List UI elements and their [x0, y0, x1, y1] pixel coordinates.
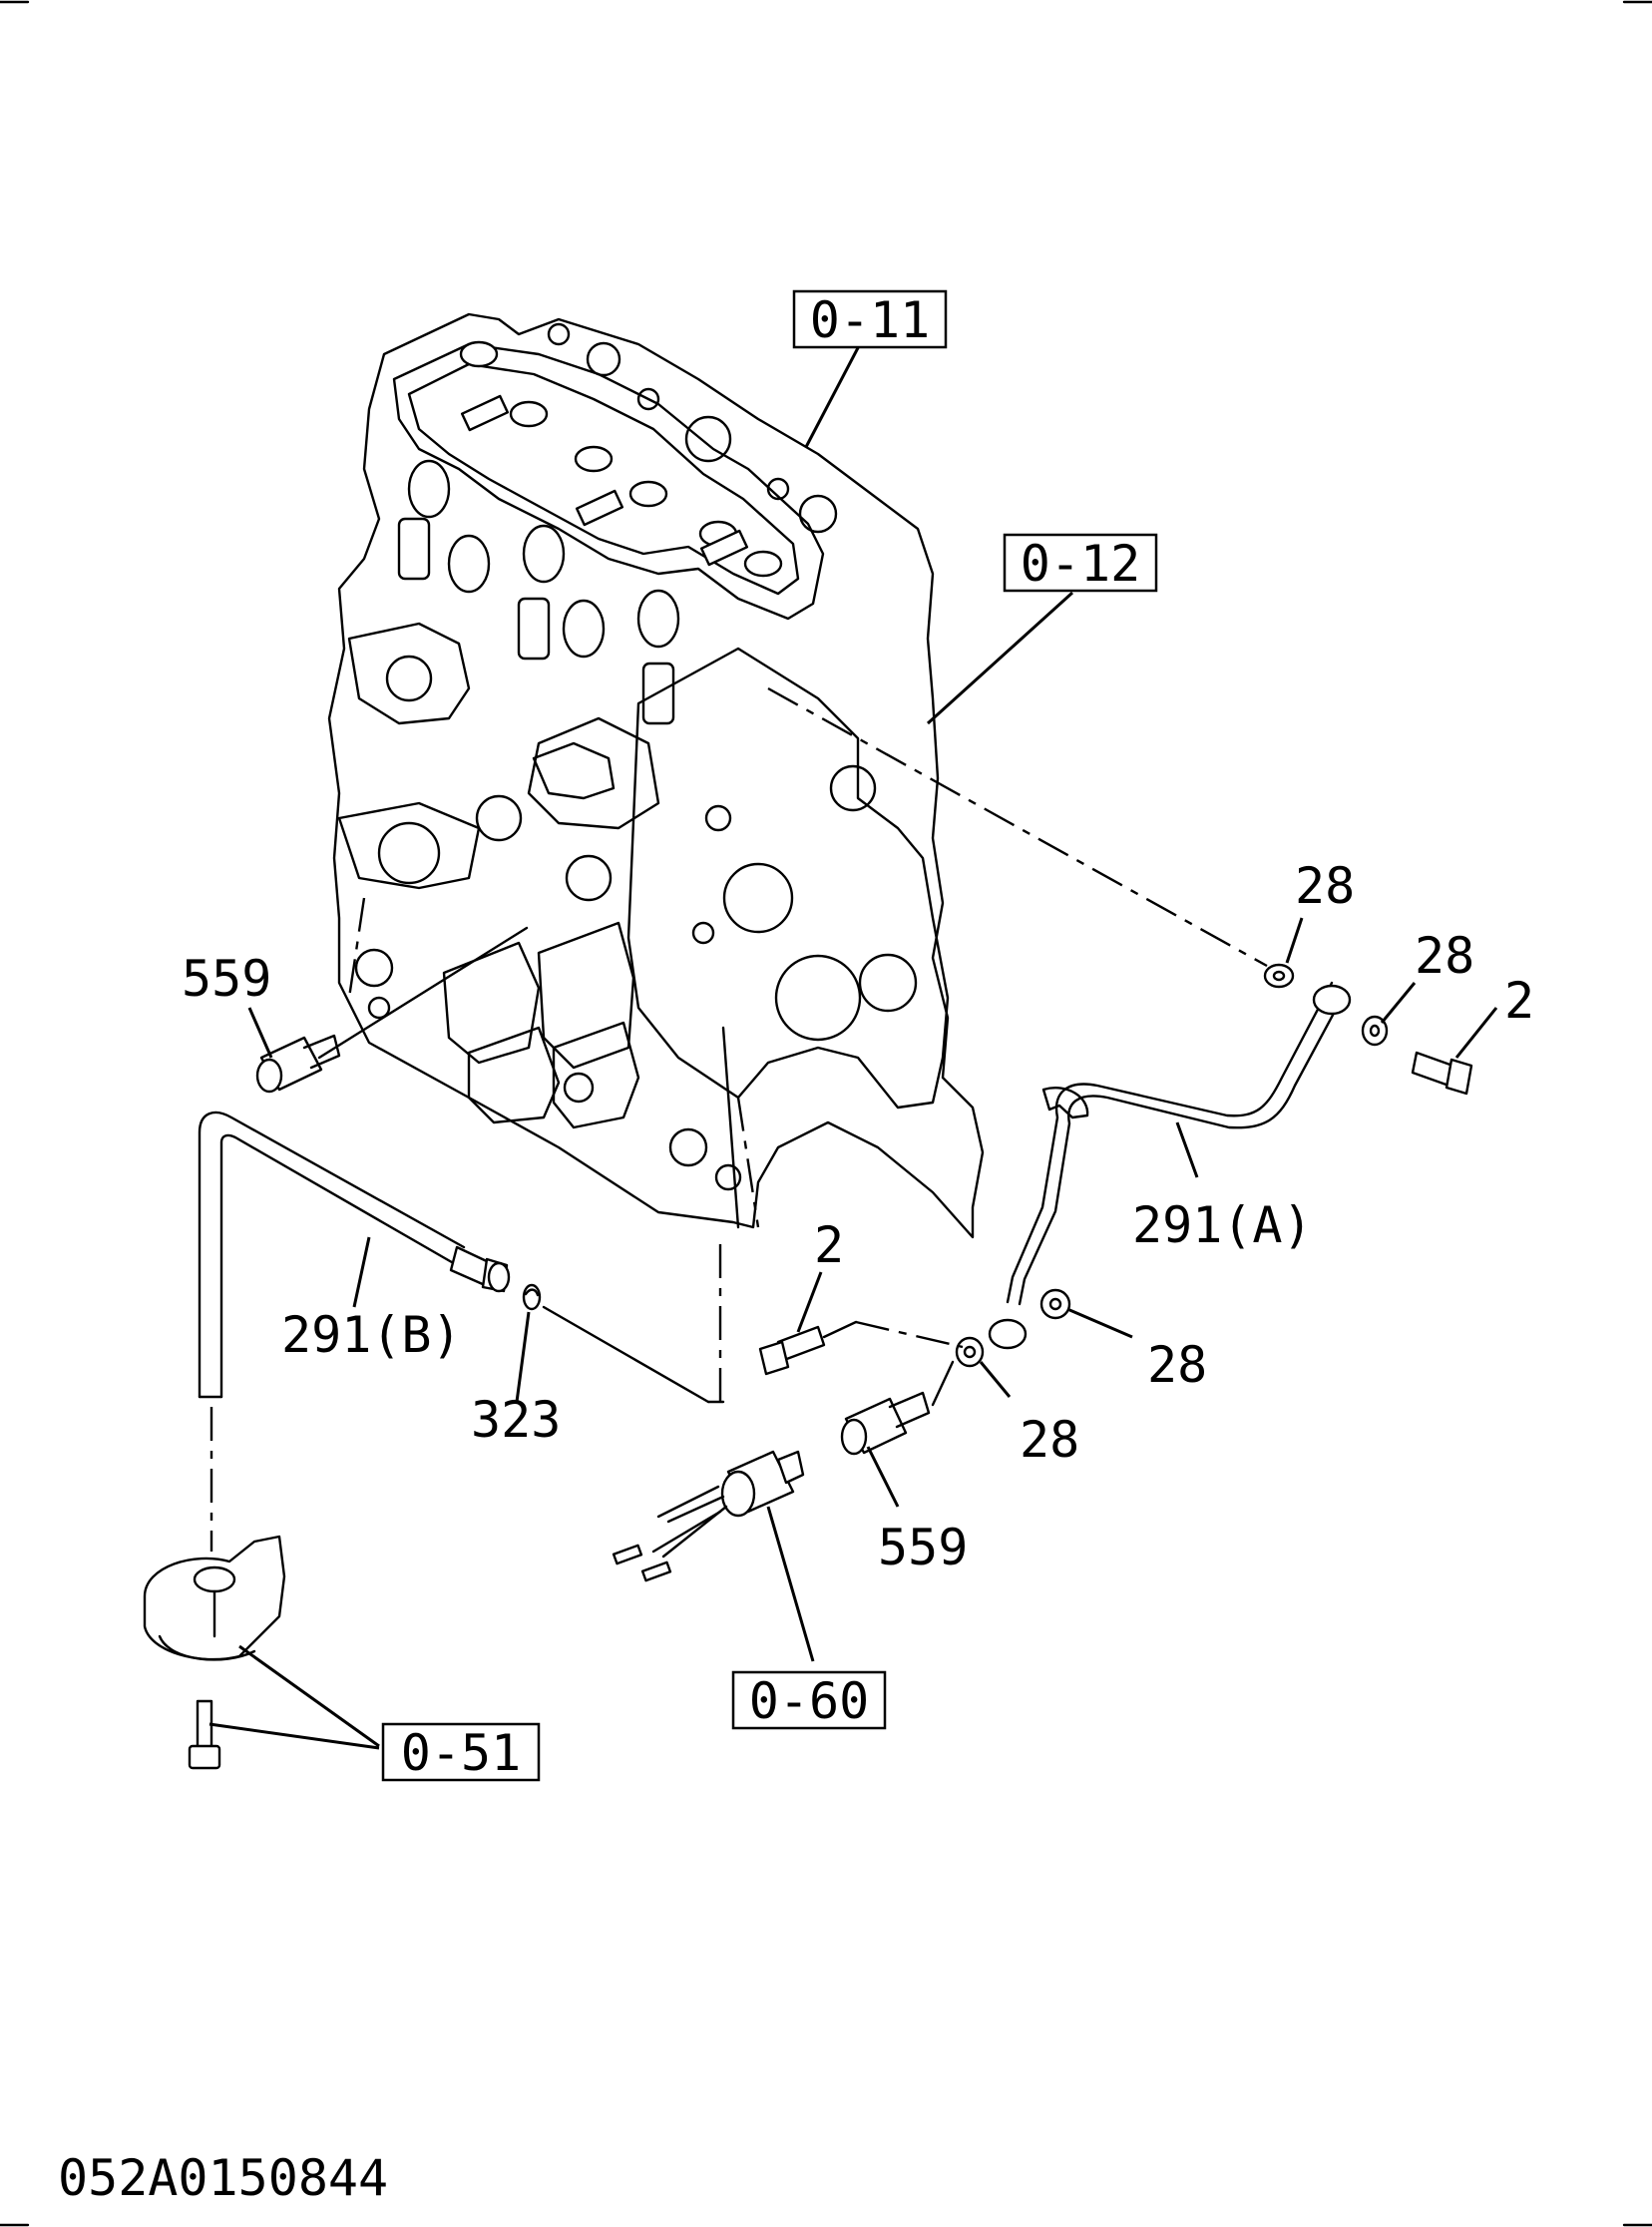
callout-washer-28-c: 28 — [1147, 1336, 1207, 1394]
ref-label-gear-case: 0-12 — [1021, 535, 1140, 593]
callout-washer-28-b: 28 — [1415, 927, 1474, 985]
callout-bolt-2-b: 2 — [814, 1216, 844, 1274]
o-ring-illustration — [522, 1283, 542, 1311]
ref-box-head: 0-11 — [792, 289, 948, 349]
ref-box-switch: 0-60 — [731, 1670, 887, 1730]
oil-pipe-b-illustration — [198, 1111, 511, 1399]
ref-label-switch: 0-60 — [749, 1672, 869, 1730]
callout-washer-28-a: 28 — [1295, 857, 1355, 915]
callout-oring-323: 323 — [471, 1391, 561, 1449]
ref-box-gear-case: 0-12 — [1003, 533, 1158, 593]
callout-bolt-2-a: 2 — [1504, 972, 1534, 1030]
drawing-number: 052A0150844 — [58, 2149, 388, 2207]
leader-lines — [208, 318, 1498, 1750]
ref-label-pump: 0-51 — [401, 1724, 521, 1782]
callout-washer-28-d: 28 — [1020, 1411, 1079, 1469]
engine-block-illustration — [327, 312, 985, 1239]
ref-box-pump: 0-51 — [381, 1722, 541, 1782]
bolts-illustration — [758, 1051, 1473, 1376]
oil-pump-illustration — [143, 1535, 286, 1770]
callout-plug-559-upper: 559 — [182, 950, 271, 1008]
pressure-switch-illustration — [612, 1450, 805, 1582]
ref-label-head: 0-11 — [810, 291, 930, 349]
plugs-illustration — [255, 1034, 931, 1456]
oil-pipe-a-illustration — [988, 981, 1352, 1350]
washers-illustration — [955, 963, 1389, 1368]
callout-pipe-291b: 291(B) — [281, 1306, 462, 1364]
callout-pipe-291a: 291(A) — [1132, 1196, 1313, 1254]
callout-plug-559-lower: 559 — [878, 1519, 968, 1576]
